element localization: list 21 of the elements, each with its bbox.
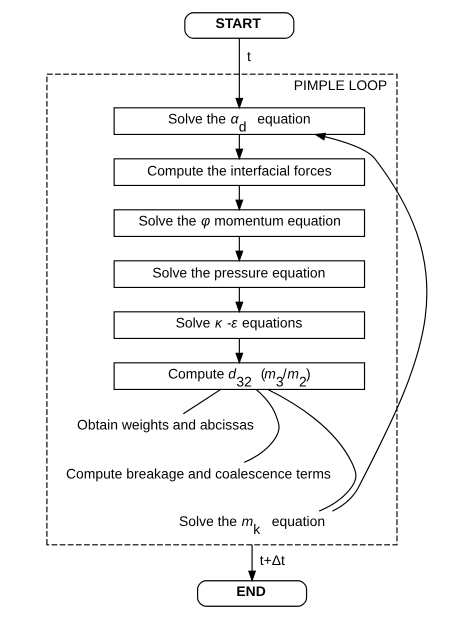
arrow (235, 236, 244, 262)
node-box: Solve κ -ε equations (114, 311, 366, 340)
node-text: Compute breakage and coalescence terms (66, 465, 331, 482)
node-box: Solve the pressure equation (114, 260, 366, 288)
node-box: END (197, 580, 308, 607)
arrow (235, 134, 244, 160)
connector (182, 389, 221, 414)
arrow (314, 132, 428, 512)
node-box: START (184, 12, 294, 39)
arrow (235, 38, 244, 110)
arrow (235, 338, 244, 364)
arrow (235, 288, 244, 314)
connector (244, 389, 280, 463)
node-box: Compute the interfacial forces (114, 158, 366, 186)
node-text: Obtain weights and abcissas (77, 416, 254, 433)
arrow (235, 186, 244, 212)
edge-label: t (247, 48, 251, 64)
edge-label: t+Δt (260, 552, 285, 568)
arrow (248, 544, 256, 582)
connector (268, 389, 356, 512)
node-box: Solve the φ momentum equation (114, 209, 366, 238)
